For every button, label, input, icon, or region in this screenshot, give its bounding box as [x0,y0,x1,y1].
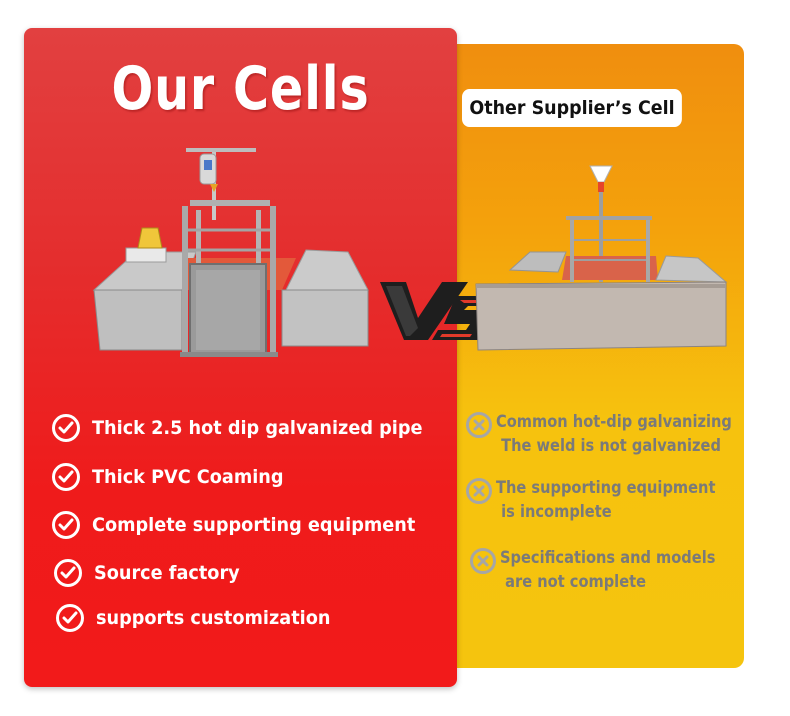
drawback-line1: The supporting equipment [496,478,716,498]
our-cells-panel [24,28,457,687]
other-supplier-panel [410,44,744,668]
x-circle-icon [466,478,492,504]
drawback-line2: are not complete [505,572,647,592]
x-circle-icon [466,412,492,438]
check-circle-icon [54,559,82,587]
drawback-line1: Common hot-dip galvanizing [496,412,732,432]
feature-item: supports customization [56,598,348,638]
feature-label: Thick 2.5 hot dip galvanized pipe [92,417,423,439]
other-supplier-title: Other Supplier’s Cell [462,89,682,127]
feature-label: Thick PVC Coaming [92,466,284,488]
drawback-line1: Specifications and models [500,548,716,568]
check-circle-icon [52,511,80,539]
other-crate-image [475,165,728,351]
x-circle-icon [470,548,496,574]
feature-label: Source factory [94,562,240,584]
feature-item: Thick 2.5 hot dip galvanized pipe [52,408,447,448]
our-cells-title: Our Cells [111,54,370,124]
check-circle-icon [56,604,84,632]
feature-item: Source factory [54,553,251,593]
drawback-line2: is incomplete [501,502,612,522]
drawback-item: Common hot-dip galvanizing The weld is n… [466,410,770,458]
feature-label: supports customization [96,607,331,629]
feature-item: Thick PVC Coaming [52,457,298,497]
drawback-item: Specifications and models are not comple… [470,546,750,594]
drawback-line2: The weld is not galvanized [501,436,721,456]
check-circle-icon [52,414,80,442]
drawback-item: The supporting equipment is incomplete [466,476,751,524]
check-circle-icon [52,463,80,491]
feature-label: Complete supporting equipment [92,514,416,536]
feature-item: Complete supporting equipment [52,505,440,545]
our-crate-image [92,148,369,357]
